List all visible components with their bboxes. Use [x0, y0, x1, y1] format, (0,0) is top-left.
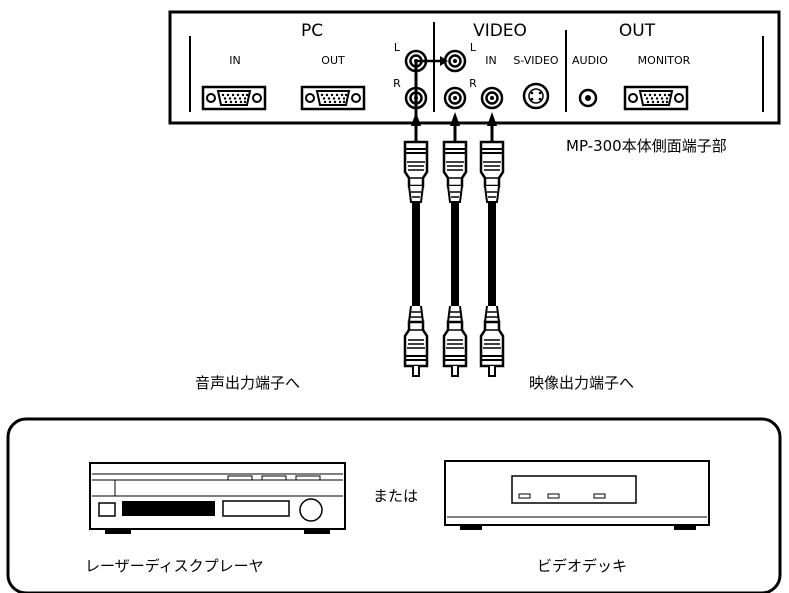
- audio-out-jack: [578, 88, 598, 108]
- s-video-label: S-VIDEO: [513, 54, 558, 67]
- or-text: または: [373, 487, 418, 505]
- out-section-title: OUT: [619, 21, 656, 41]
- video-section-title: VIDEO: [473, 21, 527, 41]
- audio-out-label: AUDIO: [572, 54, 608, 67]
- audio-left-label: L: [394, 41, 401, 54]
- laser-disc-label: レーザーディスクプレーヤ: [85, 557, 264, 575]
- video-output-label: 映像出力端子へ: [529, 374, 634, 392]
- vcr-label: ビデオデッキ: [537, 557, 627, 575]
- rca-cables: [403, 61, 505, 378]
- video-left-label: L: [470, 41, 477, 54]
- video-right-label: R: [469, 77, 477, 90]
- video-right-jack: [443, 86, 467, 110]
- laser-disc-player: [89, 462, 346, 534]
- s-video-port: [522, 82, 550, 110]
- vcr: [444, 460, 710, 530]
- pc-section-title: PC: [301, 21, 323, 41]
- video-in-jack: [480, 86, 504, 110]
- pc-in-label: IN: [229, 54, 240, 67]
- panel-caption: MP-300本体側面端子部: [566, 137, 727, 155]
- pc-in-port: [201, 85, 267, 111]
- audio-output-label: 音声出力端子へ: [195, 374, 300, 392]
- monitor-port: [623, 85, 689, 111]
- audio-right-label: R: [393, 77, 401, 90]
- jack-arrow-icon: [416, 56, 448, 66]
- pc-out-port: [300, 85, 366, 111]
- monitor-label: MONITOR: [638, 54, 691, 67]
- video-in-label: IN: [485, 54, 496, 67]
- projector-side-panel: PC VIDEO OUT IN OUT L R L R IN S-VIDEO A…: [168, 10, 781, 155]
- pc-out-label: OUT: [321, 54, 345, 67]
